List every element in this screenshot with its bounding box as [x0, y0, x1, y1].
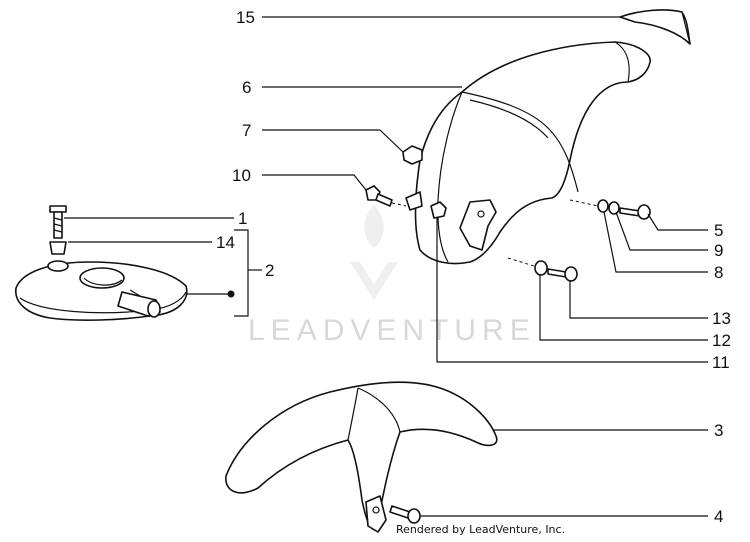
callout-8: 8 — [714, 263, 723, 282]
part-2-assembly — [15, 205, 188, 321]
watermark-text: LEADVENTURE — [248, 314, 536, 347]
callout-labels: 15 6 7 10 1 14 2 5 9 8 13 12 11 3 4 — [216, 8, 731, 526]
part-4-bolt — [389, 505, 421, 524]
rendered-by-credit: Rendered by LeadVenture, Inc. — [396, 523, 565, 536]
callout-13: 13 — [712, 309, 731, 328]
part-11-nut — [430, 201, 447, 219]
callout-5: 5 — [714, 221, 723, 240]
part-6-rear-mudguard — [405, 41, 651, 265]
callout-14: 14 — [216, 233, 235, 252]
callout-6: 6 — [242, 78, 251, 97]
leadventure-logo-icon — [350, 205, 398, 300]
part-12-13-hardware — [507, 257, 578, 282]
part-7-clip — [402, 145, 423, 165]
callout-4: 4 — [714, 507, 723, 526]
leader-lines — [64, 16, 708, 517]
watermark: LEADVENTURE — [248, 205, 536, 347]
part-15-trim — [619, 9, 691, 45]
callout-3: 3 — [714, 421, 723, 440]
part-10-bolt — [365, 185, 407, 207]
callout-7: 7 — [242, 121, 251, 140]
callout-12: 12 — [712, 331, 731, 350]
callout-11: 11 — [712, 353, 730, 372]
part-3-front-mudguard — [225, 381, 498, 533]
callout-15: 15 — [236, 8, 255, 27]
part-5-9-8-hardware — [569, 199, 651, 220]
callout-10: 10 — [232, 166, 251, 185]
callout-9: 9 — [714, 241, 723, 260]
callout-1: 1 — [238, 209, 247, 228]
callout-2: 2 — [265, 261, 274, 280]
